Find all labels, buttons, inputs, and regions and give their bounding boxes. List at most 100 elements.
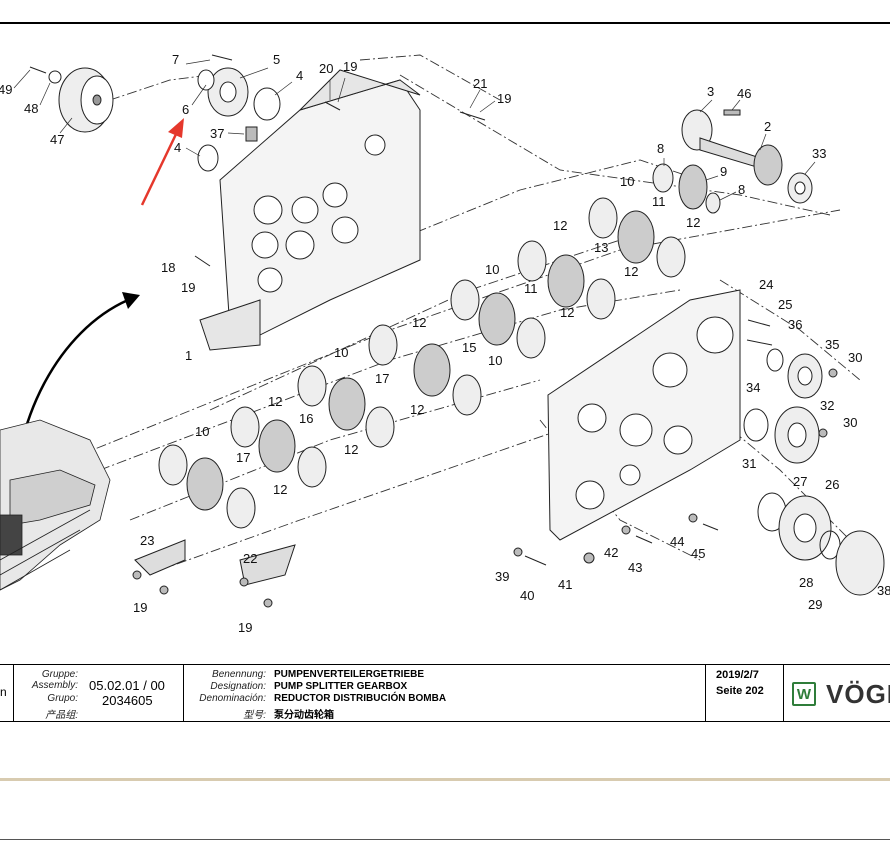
callout-8b: 8 bbox=[738, 182, 745, 197]
callout-16: 16 bbox=[299, 411, 313, 426]
date-text: 2019/2/7 bbox=[716, 669, 759, 681]
callout-47: 47 bbox=[50, 132, 64, 147]
callout-37: 37 bbox=[210, 126, 224, 141]
vogele-logo-text: VÖGE bbox=[826, 679, 890, 709]
designation-cell: Benennung: Designation: Denominación: 型号… bbox=[184, 665, 706, 721]
top-border bbox=[0, 22, 890, 24]
gearbox-cover-plate bbox=[547, 289, 741, 541]
callout-41: 41 bbox=[558, 577, 572, 592]
callout-23: 23 bbox=[140, 533, 154, 548]
bolts-and-fasteners bbox=[29, 54, 838, 608]
callout-10: 10 bbox=[620, 174, 634, 189]
callout-19b: 19 bbox=[497, 91, 511, 106]
callout-12d: 12 bbox=[560, 305, 574, 320]
designation-label-en: Designation: bbox=[210, 681, 266, 692]
callout-40: 40 bbox=[520, 588, 534, 603]
callout-4: 4 bbox=[296, 68, 303, 83]
designation-de: PUMPENVERTEILERGETRIEBE bbox=[274, 669, 425, 680]
designation-zh: 泵分动齿轮箱 bbox=[274, 710, 334, 721]
callout-19c: 19 bbox=[181, 280, 195, 295]
callout-4b: 4 bbox=[174, 140, 181, 155]
callout-28: 28 bbox=[799, 575, 813, 590]
callout-10b: 10 bbox=[485, 262, 499, 277]
callout-7: 7 bbox=[172, 52, 179, 67]
callout-32: 32 bbox=[820, 398, 834, 413]
page-number: Seite 202 bbox=[716, 685, 764, 697]
callout-10d: 10 bbox=[488, 353, 502, 368]
callout-29: 29 bbox=[808, 597, 822, 612]
callout-25: 25 bbox=[778, 297, 792, 312]
callout-18: 18 bbox=[161, 260, 175, 275]
callout-19e: 19 bbox=[238, 620, 252, 635]
callout-36: 36 bbox=[788, 317, 802, 332]
callout-2: 2 bbox=[764, 119, 771, 134]
group-label-de: Gruppe: bbox=[41, 669, 78, 680]
callout-12h: 12 bbox=[344, 442, 358, 457]
callout-38: 38 bbox=[877, 583, 890, 598]
group-value-2: 2034605 bbox=[102, 693, 153, 708]
date-page-cell: 2019/2/7 Seite 202 bbox=[706, 665, 784, 721]
callout-17b: 17 bbox=[236, 450, 250, 465]
callout-33: 33 bbox=[812, 146, 826, 161]
callout-12g: 12 bbox=[410, 402, 424, 417]
exploded-view-drawing: 49 48 47 7 5 6 4 4 37 20 19 21 19 3 46 2… bbox=[0, 22, 890, 664]
red-pointer-arrow bbox=[140, 118, 184, 206]
pulley bbox=[58, 67, 114, 133]
callout-35: 35 bbox=[825, 337, 839, 352]
callout-11: 11 bbox=[652, 194, 666, 209]
gears-and-bearings bbox=[134, 67, 885, 596]
callout-20: 20 bbox=[319, 61, 333, 76]
callout-39: 39 bbox=[495, 569, 509, 584]
callout-8: 8 bbox=[657, 141, 664, 156]
callout-22: 22 bbox=[243, 551, 257, 566]
group-label-zh: 产品组: bbox=[45, 710, 78, 721]
callout-43: 43 bbox=[628, 560, 642, 575]
callout-45: 45 bbox=[691, 546, 705, 561]
paver-machine-thumbnail bbox=[0, 419, 111, 591]
callout-5: 5 bbox=[273, 52, 280, 67]
callout-31: 31 bbox=[742, 456, 756, 471]
callout-17: 17 bbox=[375, 371, 389, 386]
group-cell: Gruppe: Assembly: Grupo: 产品组: 05.02.01 /… bbox=[14, 665, 184, 721]
callout-19d: 19 bbox=[133, 600, 147, 615]
group-label-es: Grupo: bbox=[47, 693, 78, 704]
designation-label-zh: 型号: bbox=[243, 710, 266, 721]
bottom-rule bbox=[0, 839, 890, 840]
callout-3: 3 bbox=[707, 84, 714, 99]
designation-en: PUMP SPLITTER GEARBOX bbox=[274, 681, 408, 692]
callout-1: 1 bbox=[185, 348, 192, 363]
callout-12i: 12 bbox=[273, 482, 287, 497]
group-label-en: Assembly: bbox=[31, 680, 78, 691]
callout-44: 44 bbox=[670, 534, 684, 549]
callout-10e: 10 bbox=[195, 424, 209, 439]
callout-10c: 10 bbox=[334, 345, 348, 360]
callout-48: 48 bbox=[24, 101, 38, 116]
callout-24: 24 bbox=[759, 277, 773, 292]
callout-34: 34 bbox=[746, 380, 760, 395]
group-value-1: 05.02.01 / 00 bbox=[89, 678, 165, 693]
callout-42: 42 bbox=[604, 545, 618, 560]
callout-12b: 12 bbox=[686, 215, 700, 230]
callout-15: 15 bbox=[462, 340, 476, 355]
callout-12c: 12 bbox=[624, 264, 638, 279]
vogele-logo-icon: W bbox=[792, 682, 816, 706]
callout-12: 12 bbox=[553, 218, 567, 233]
callout-12e: 12 bbox=[412, 315, 426, 330]
callout-46: 46 bbox=[737, 86, 751, 101]
callout-19: 19 bbox=[343, 59, 357, 74]
callout-9: 9 bbox=[720, 164, 727, 179]
designation-label-es: Denominación: bbox=[199, 693, 266, 704]
callout-21: 21 bbox=[473, 76, 487, 91]
callout-27: 27 bbox=[793, 474, 807, 489]
designation-es: REDUCTOR DISTRIBUCIÓN BOMBA bbox=[274, 693, 447, 704]
title-block: n Gruppe: Assembly: Grupo: 产品组: 05.02.01… bbox=[0, 664, 890, 722]
callout-11b: 11 bbox=[524, 281, 538, 296]
callout-30b: 30 bbox=[843, 415, 857, 430]
callout-13: 13 bbox=[594, 240, 608, 255]
logo-letter: W bbox=[796, 685, 812, 703]
page-separator bbox=[0, 778, 890, 781]
title-block-left-cell: n bbox=[0, 665, 14, 721]
callout-49: 49 bbox=[0, 82, 12, 97]
callout-6: 6 bbox=[182, 102, 189, 117]
